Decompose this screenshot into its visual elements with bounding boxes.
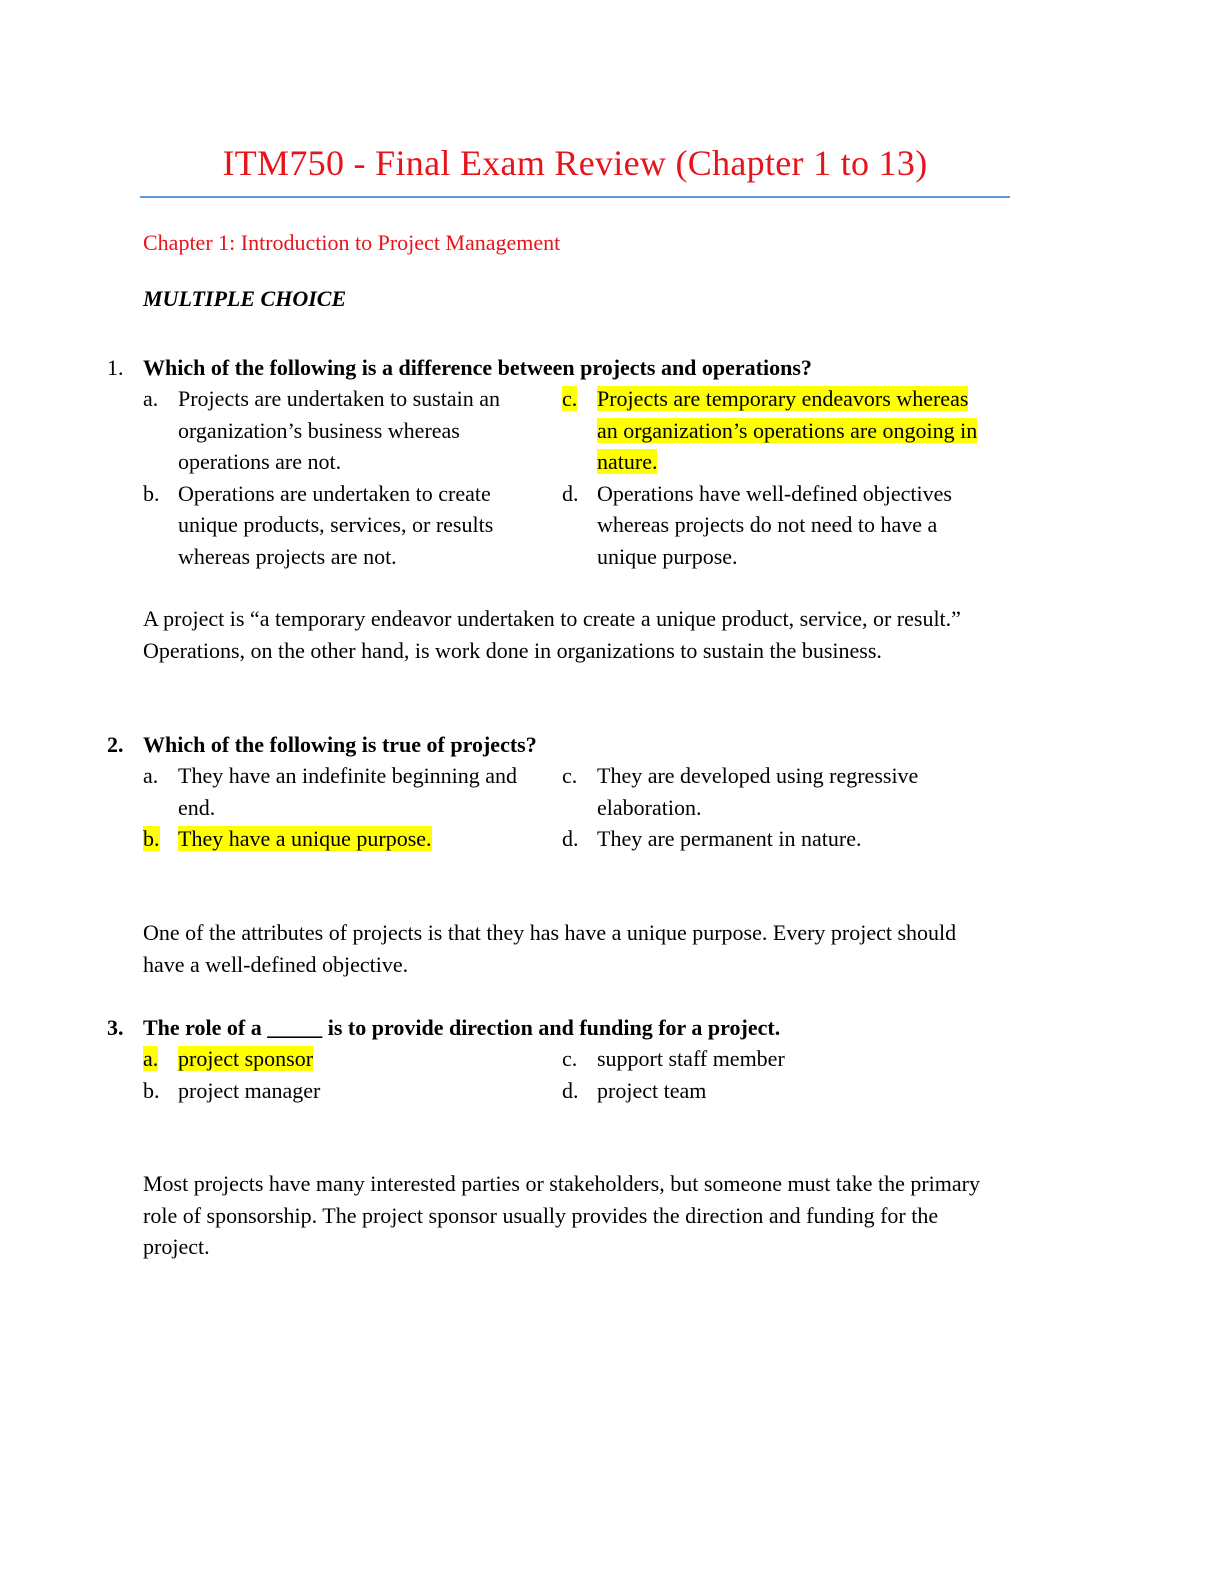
- page-title: ITM750 - Final Exam Review (Chapter 1 to…: [222, 143, 928, 183]
- explanation-2: One of the attributes of projects is tha…: [143, 920, 957, 977]
- option-c: c. support staff member: [562, 1043, 982, 1075]
- option-b: b. project manager: [143, 1075, 562, 1107]
- question-number: 2.: [107, 732, 124, 757]
- option-text: Operations are undertaken to create uniq…: [178, 480, 494, 569]
- question-text: The role of a _____ is to provide direct…: [143, 1015, 781, 1040]
- option-text: support staff member: [597, 1046, 785, 1071]
- option-letter: c.: [562, 1046, 578, 1071]
- option-text: Operations have well-defined objectives …: [597, 480, 952, 569]
- question-text: Which of the following is true of projec…: [143, 732, 537, 757]
- question-number: 3.: [107, 1015, 124, 1040]
- option-letter-highlighted: a.: [143, 1046, 159, 1071]
- option-d: d. project team: [562, 1075, 982, 1107]
- option-letter: a.: [143, 763, 159, 788]
- option-letter: b.: [143, 480, 160, 506]
- question-number: 1.: [107, 355, 124, 380]
- question-text: Which of the following is a difference b…: [143, 355, 812, 380]
- option-letter-highlighted: c.: [562, 386, 578, 411]
- option-letter: b.: [143, 1077, 160, 1103]
- option-text-highlighted: project sponsor: [178, 1046, 314, 1071]
- option-text: They are permanent in nature.: [597, 826, 862, 851]
- option-letter: c.: [562, 763, 578, 788]
- option-c: c. Projects are temporary endeavors wher…: [562, 383, 982, 478]
- option-text: project team: [597, 1077, 707, 1103]
- option-text: They are developed using regressive elab…: [597, 763, 919, 820]
- question-3: 3. The role of a _____ is to provide dir…: [0, 1012, 1224, 1106]
- option-text: Projects are undertaken to sustain an or…: [178, 386, 500, 474]
- option-text: They have an indefinite beginning and en…: [178, 763, 518, 820]
- explanation-1: A project is “a temporary endeavor under…: [143, 606, 961, 663]
- option-d: d. They are permanent in nature.: [562, 823, 982, 855]
- answer-options: a. They have an indefinite beginning and…: [143, 760, 1224, 855]
- question-2: 2. Which of the following is true of pro…: [0, 729, 1224, 855]
- option-d: d. Operations have well-defined objectiv…: [562, 478, 982, 573]
- option-c: c. They are developed using regressive e…: [562, 760, 982, 823]
- option-text-highlighted: They have a unique purpose.: [178, 826, 432, 851]
- option-b: b. They have a unique purpose.: [143, 823, 562, 855]
- option-b: b. Operations are undertaken to create u…: [143, 478, 562, 573]
- option-letter: d.: [562, 826, 579, 851]
- answer-options: a. Projects are undertaken to sustain an…: [143, 383, 1224, 572]
- option-a: a. project sponsor: [143, 1043, 562, 1075]
- chapter-heading: Chapter 1: Introduction to Project Manag…: [143, 230, 561, 255]
- option-a: a. They have an indefinite beginning and…: [143, 760, 562, 823]
- explanation-3: Most projects have many interested parti…: [143, 1171, 980, 1259]
- option-letter: d.: [562, 480, 579, 506]
- option-letter-highlighted: b.: [143, 826, 160, 851]
- title-divider: [140, 196, 1010, 198]
- option-text: project manager: [178, 1077, 321, 1103]
- section-heading: MULTIPLE CHOICE: [143, 286, 347, 311]
- question-1: 1. Which of the following is a differenc…: [0, 352, 1224, 572]
- option-text-highlighted: Projects are temporary endeavors whereas…: [597, 386, 978, 474]
- option-a: a. Projects are undertaken to sustain an…: [143, 383, 562, 478]
- option-letter: a.: [143, 386, 159, 411]
- option-letter: d.: [562, 1077, 579, 1103]
- answer-options: a. project sponsor c. support staff memb…: [143, 1043, 1224, 1106]
